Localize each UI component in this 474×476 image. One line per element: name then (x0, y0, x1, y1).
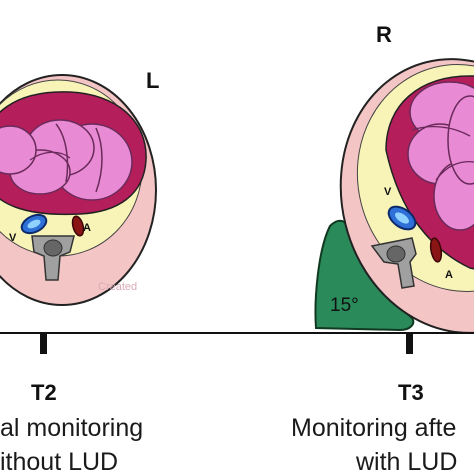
timepoint-t2-label: T2 (31, 380, 57, 405)
artery-label-left: A (83, 222, 91, 234)
artery (71, 215, 85, 237)
t3-description-line1: Monitoring afte (291, 414, 457, 442)
t2-description-line2: ithout LUD (0, 448, 119, 476)
vertebra (370, 237, 417, 289)
timeline-tick-t3 (406, 334, 413, 354)
artery-label-right: A (445, 269, 453, 281)
left-side-marker: L (146, 68, 160, 93)
wedge-angle-label: 15° (330, 295, 359, 316)
cross-section-tilted (314, 58, 474, 334)
t3-description-line2: with LUD (356, 448, 458, 476)
t2-description-line1: al monitoring (0, 414, 144, 442)
vein-label-left: V (9, 232, 17, 244)
vein-label-right: V (384, 186, 392, 198)
fetus (0, 119, 133, 201)
artery (429, 237, 443, 263)
cross-section-supine (0, 74, 157, 306)
timeline-tick-t2 (40, 334, 47, 354)
watermark: Created (98, 281, 138, 293)
timepoint-t3-label: T3 (398, 380, 424, 405)
fetus (407, 81, 474, 231)
vertebra (31, 235, 75, 281)
right-side-marker: R (376, 22, 392, 47)
